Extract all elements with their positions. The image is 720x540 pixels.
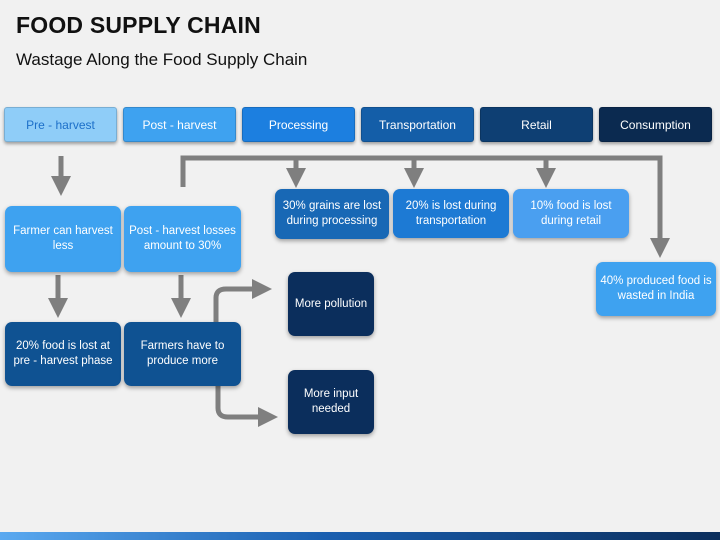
arrow-to-input bbox=[215, 386, 278, 427]
box-preharvest-loss: 20% food is lost at pre - harvest phase bbox=[5, 322, 121, 386]
arrow-bar-top bbox=[180, 155, 670, 258]
stage-consumption[interactable]: Consumption bbox=[599, 107, 712, 142]
box-more-pollution: More pollution bbox=[288, 272, 374, 336]
page-title: FOOD SUPPLY CHAIN bbox=[16, 12, 261, 38]
decorative-bottom-bar bbox=[0, 532, 720, 540]
page-subtitle: Wastage Along the Food Supply Chain bbox=[16, 50, 308, 69]
box-more-input: More input needed bbox=[288, 370, 374, 434]
box-produce-more: Farmers have to produce more bbox=[124, 322, 241, 386]
box-farmer-harvest-less: Farmer can harvest less bbox=[5, 206, 121, 272]
stage-transportation[interactable]: Transportation bbox=[361, 107, 474, 142]
box-post-harvest-losses: Post - harvest losses amount to 30% bbox=[124, 206, 241, 272]
stage-processing[interactable]: Processing bbox=[242, 107, 355, 142]
stage-retail[interactable]: Retail bbox=[480, 107, 593, 142]
box-processing-loss: 30% grains are lost during processing bbox=[275, 189, 389, 239]
box-consumption-loss: 40% produced food is wasted in India bbox=[596, 262, 716, 316]
stage-preharvest[interactable]: Pre - harvest bbox=[4, 107, 117, 142]
box-retail-loss: 10% food is lost during retail bbox=[513, 189, 629, 238]
stage-postharvest[interactable]: Post - harvest bbox=[123, 107, 236, 142]
arrow-to-pollution bbox=[213, 279, 272, 322]
box-transport-loss: 20% is lost during transportation bbox=[393, 189, 509, 238]
